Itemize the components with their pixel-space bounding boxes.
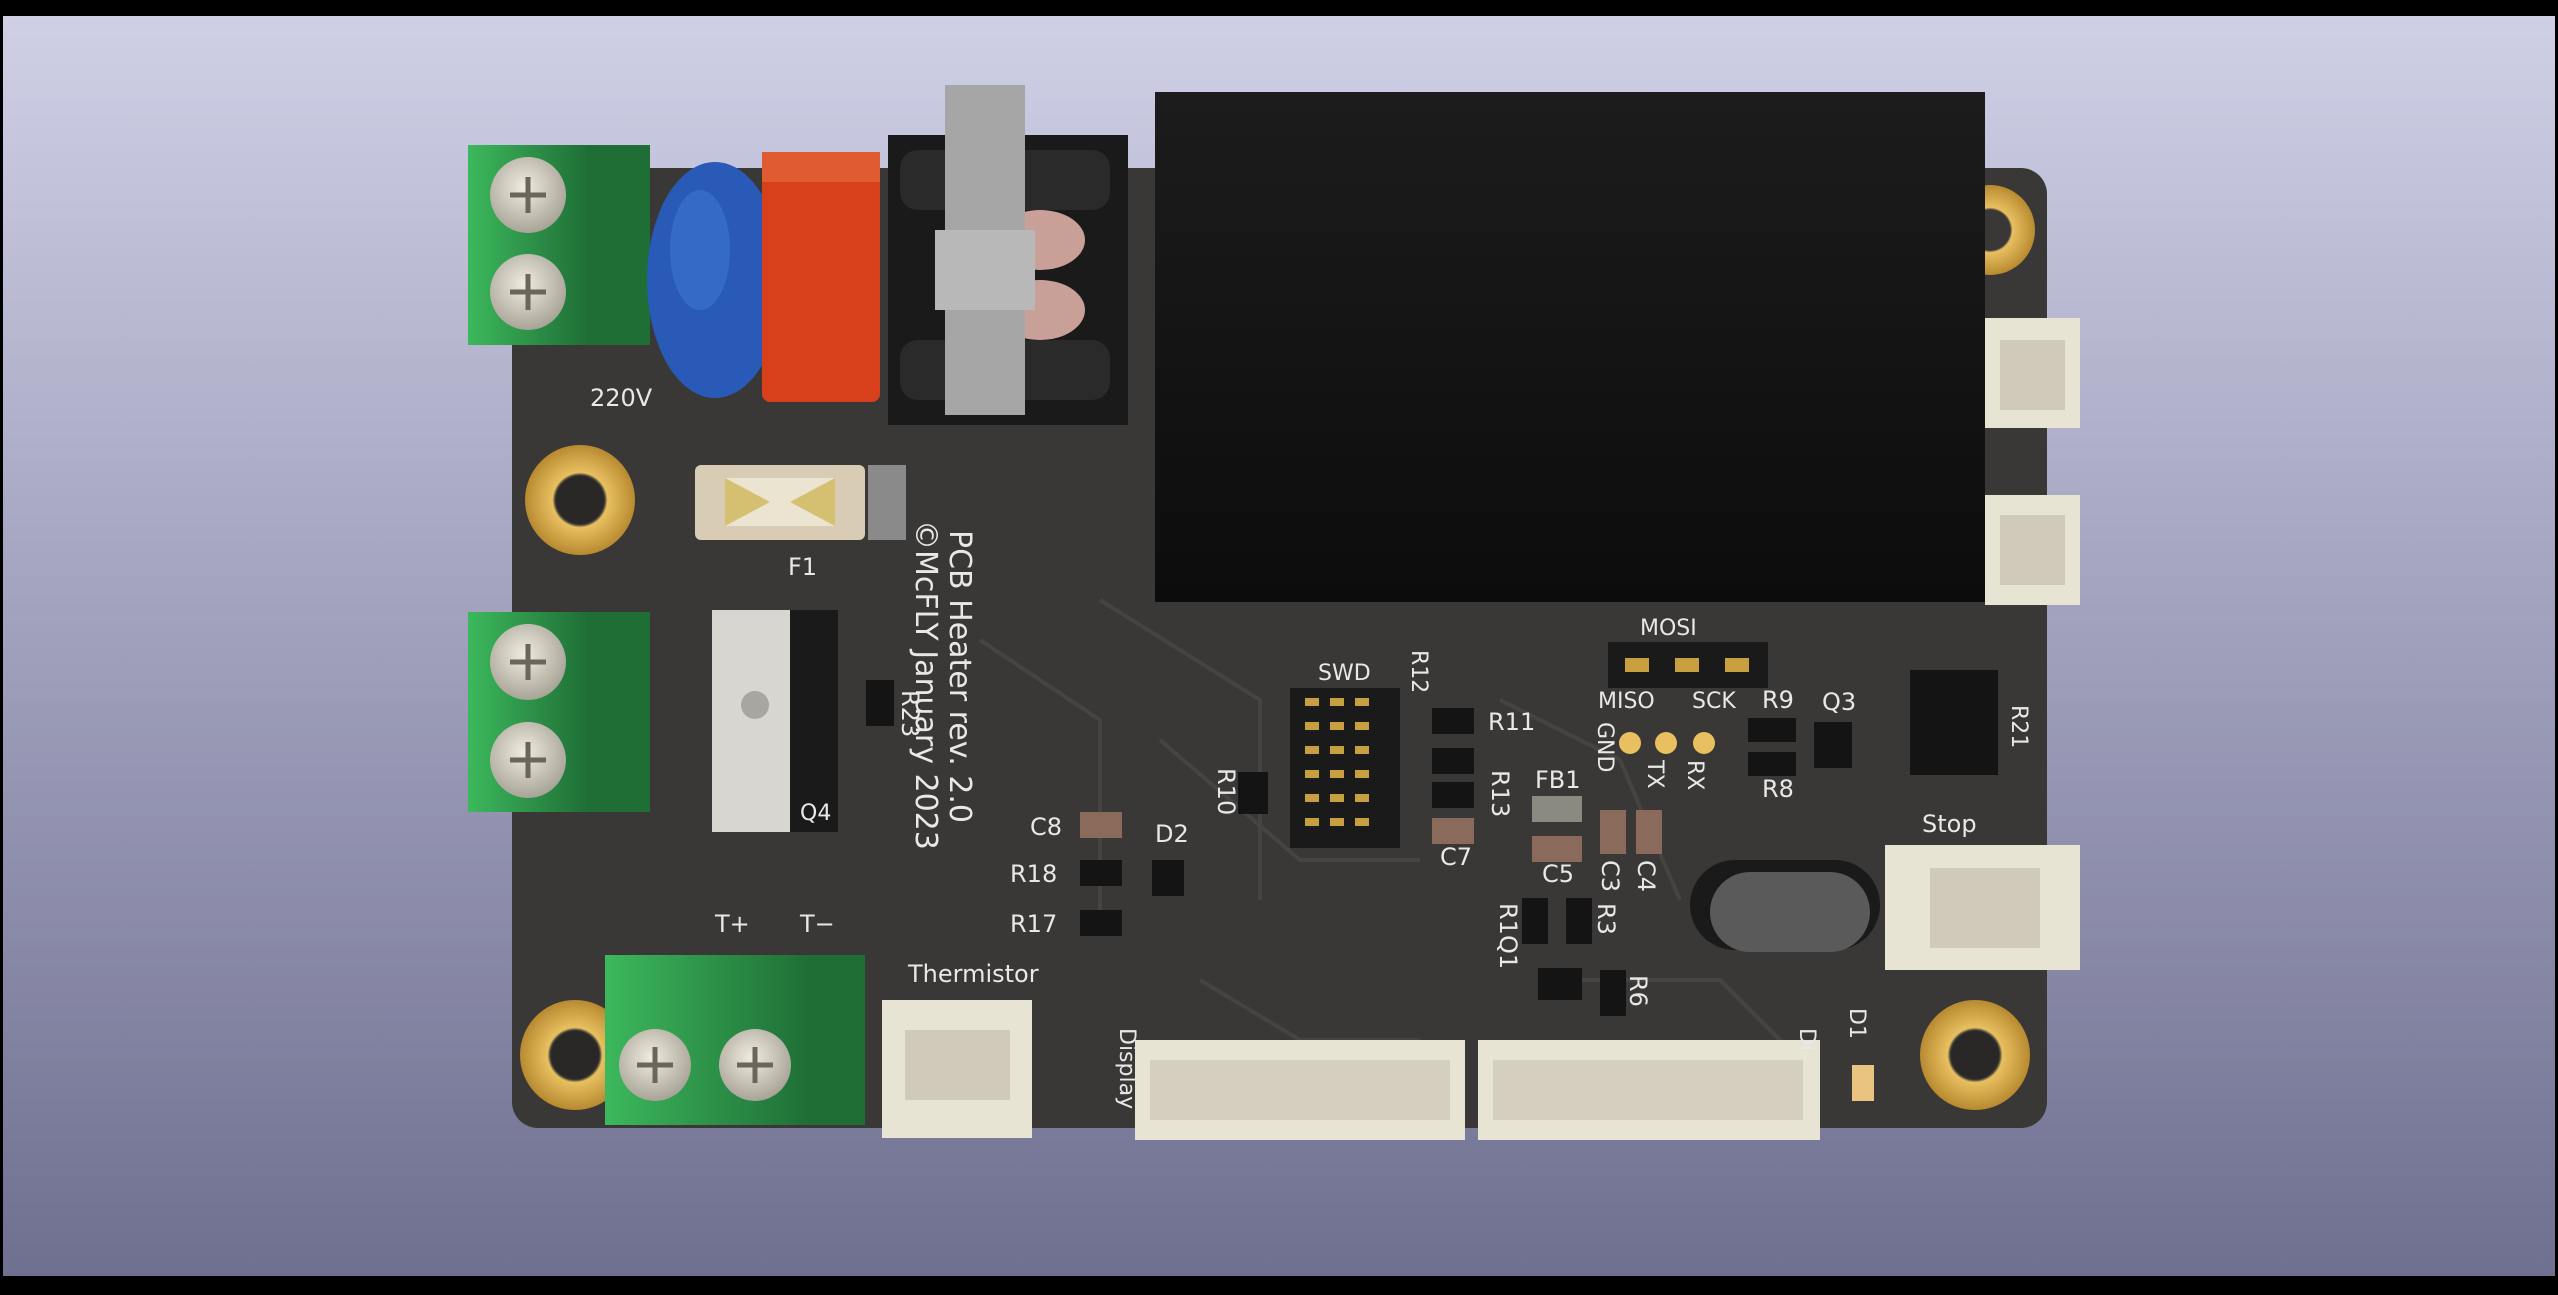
label-q1: Q1 [1494, 935, 1522, 969]
buzzer [1910, 670, 1998, 775]
label-r1: R1 [1494, 903, 1522, 935]
terminal-block-output [468, 612, 650, 812]
transistor-q1 [1538, 968, 1582, 1000]
label-r13: R13 [1486, 770, 1514, 817]
smd-cap-c4 [1636, 810, 1662, 854]
label-t-plus: T+ [714, 910, 750, 938]
label-r11: R11 [1488, 708, 1535, 736]
label-r6: R6 [1624, 975, 1652, 1007]
diode-d2 [1152, 860, 1184, 896]
jst-connector-right-2 [1985, 495, 2080, 605]
mosfet-q4 [712, 610, 838, 832]
label-r8: R8 [1762, 775, 1794, 803]
board-title-line2: ©McFLY January 2023 [908, 520, 943, 850]
label-c8: C8 [1030, 813, 1062, 841]
label-thermistor: Thermistor [907, 960, 1039, 988]
smd-resistor-r18 [1080, 860, 1122, 886]
ssr-module [1155, 92, 1985, 602]
label-tx: TX [1642, 759, 1667, 789]
jst-connector-right-1 [1985, 318, 2080, 428]
label-c4: C4 [1632, 860, 1660, 892]
label-r9: R9 [1762, 686, 1794, 714]
swd-header [1290, 688, 1400, 848]
smd-cap-c8 [1080, 812, 1122, 838]
label-r23: R23 [896, 690, 924, 737]
smd-resistor-r1 [1522, 898, 1548, 944]
display-connector-right [1478, 1040, 1820, 1140]
transistor-q3 [1814, 722, 1852, 768]
label-gnd: GND [1592, 722, 1617, 772]
terminal-block-thermistor [605, 955, 865, 1125]
display-connector-left [1135, 1040, 1465, 1140]
smd-resistor-r9 [1748, 718, 1796, 742]
label-d1: D1 [1844, 1008, 1869, 1039]
label-r21: R21 [2006, 705, 2031, 748]
smd-resistor-r17 [1080, 910, 1122, 936]
resistor-r23 [866, 680, 894, 726]
uart-pads [1619, 732, 1715, 754]
label-display-left: Display [1114, 1028, 1139, 1109]
label-fb1: FB1 [1535, 766, 1581, 794]
smd-resistor-r3 [1566, 898, 1592, 944]
label-display-right: Di [1794, 1028, 1819, 1051]
label-stop: Stop [1922, 810, 1977, 838]
smd-resistor-r13 [1432, 748, 1474, 808]
label-t-minus: T− [799, 910, 835, 938]
label-r12: R12 [1406, 650, 1431, 693]
board-title-line1: PCB Heater rev. 2.0 [942, 530, 977, 823]
label-c7: C7 [1440, 843, 1472, 871]
smd-resistor-r10 [1238, 772, 1268, 814]
smd-resistor-r6 [1600, 970, 1626, 1016]
label-d2: D2 [1155, 820, 1189, 848]
smd-resistor-r11 [1432, 708, 1474, 734]
jst-connector-stop [1885, 845, 2080, 970]
jst-connector-thermistor [882, 1000, 1032, 1138]
label-q3: Q3 [1822, 688, 1856, 716]
smd-cap-c5 [1532, 836, 1582, 862]
label-mosi: MOSI [1640, 616, 1697, 641]
label-miso: MISO [1598, 689, 1655, 714]
label-c5: C5 [1542, 860, 1574, 888]
label-r17: R17 [1010, 910, 1057, 938]
label-c3: C3 [1596, 860, 1624, 892]
led-d1 [1852, 1065, 1874, 1101]
fuse-holder [695, 465, 906, 540]
label-r3: R3 [1592, 903, 1620, 935]
common-mode-choke [888, 85, 1128, 425]
smd-cap-c3 [1600, 810, 1626, 854]
x-capacitor [762, 152, 880, 402]
label-220v: 220V [590, 384, 653, 412]
terminal-block-220v [468, 145, 650, 345]
isp-header [1608, 642, 1768, 688]
label-f1: F1 [788, 553, 817, 581]
ferrite-fb1 [1532, 796, 1582, 822]
label-sck: SCK [1692, 689, 1736, 714]
label-r18: R18 [1010, 860, 1057, 888]
label-r10: R10 [1212, 768, 1240, 815]
smd-resistor-r8 [1748, 752, 1796, 776]
crystal-oscillator [1690, 860, 1880, 952]
label-rx: RX [1682, 760, 1707, 790]
smd-cap-c7 [1432, 818, 1474, 844]
label-swd: SWD [1318, 661, 1371, 686]
label-q4: Q4 [800, 801, 831, 826]
